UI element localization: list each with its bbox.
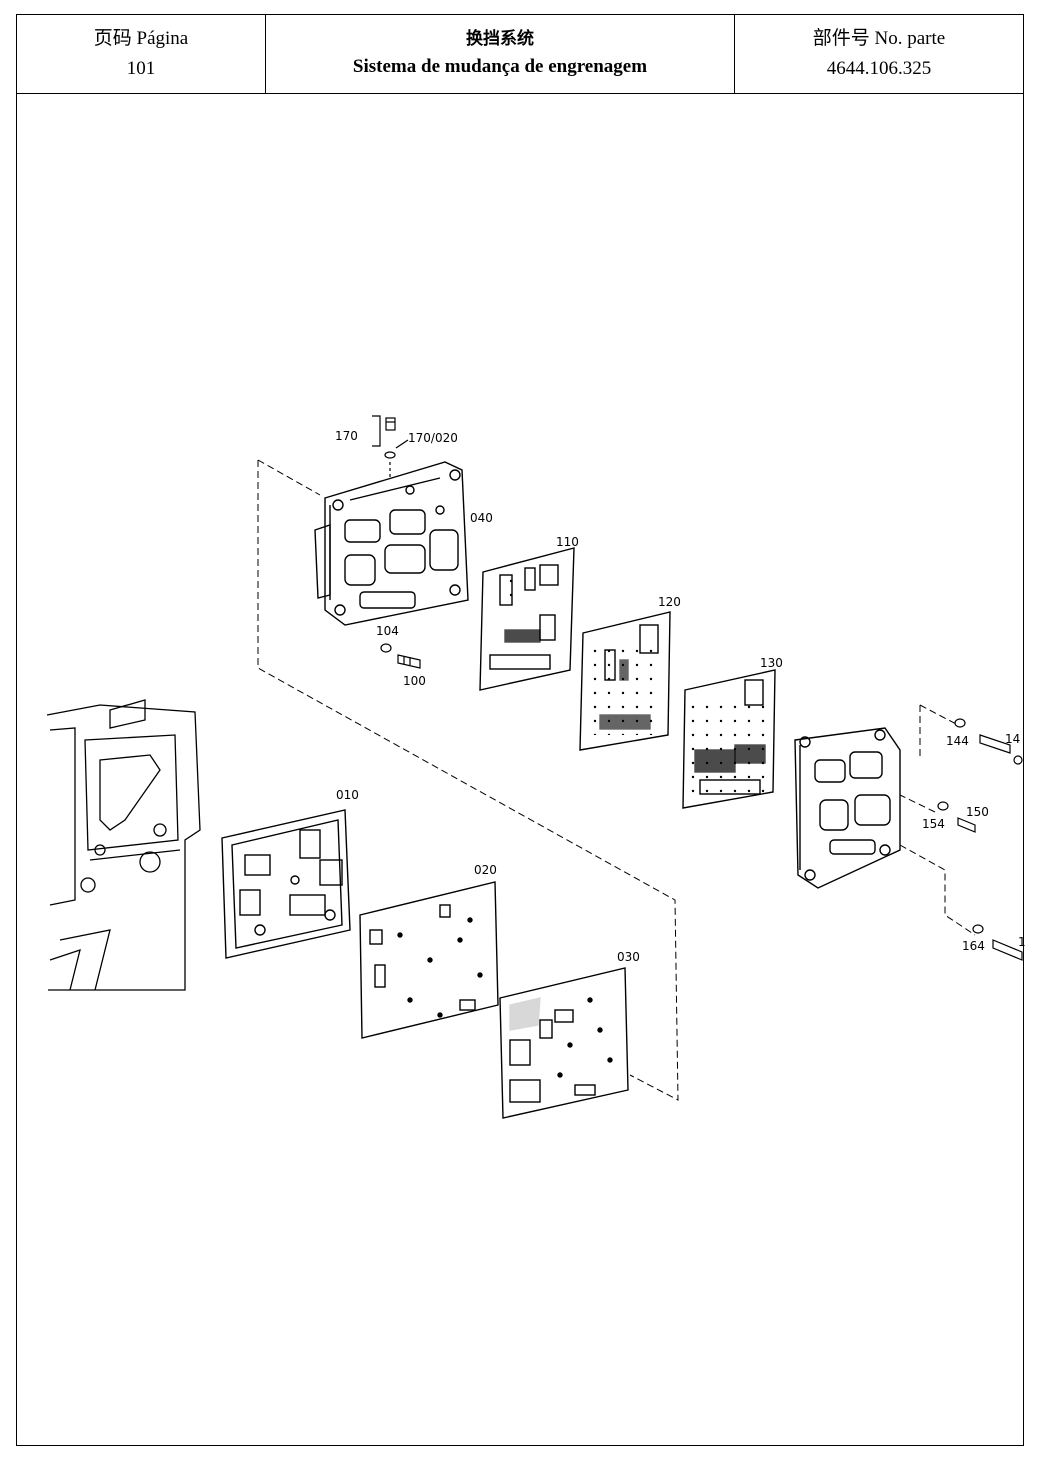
callout-164: 164 <box>962 939 985 953</box>
valve-body-right <box>794 727 901 889</box>
callout-100: 100 <box>403 674 426 688</box>
valve-body-040 <box>314 461 469 626</box>
screw-100-washer-104 <box>380 643 421 669</box>
drawing-sheet: 页码 Página 101 换挡系统 Sistema de mudança de… <box>16 14 1024 1446</box>
callout-020: 020 <box>474 863 497 877</box>
page-number: 101 <box>126 58 156 79</box>
callout-146: 14 <box>1005 732 1020 746</box>
callout-040: 040 <box>470 511 493 525</box>
callout-144: 144 <box>946 734 969 748</box>
assembly-dashed-lines <box>257 459 976 1101</box>
title-cell: 换挡系统 Sistema de mudança de engrenagem <box>266 15 735 93</box>
callout-170: 170 <box>335 429 358 443</box>
page-cell: 页码 Página 101 <box>17 15 266 93</box>
gasket-010 <box>221 809 351 959</box>
callout-120: 120 <box>658 595 681 609</box>
plug-170 <box>372 415 409 478</box>
callout-166: 1 <box>1018 935 1026 949</box>
part-number: 4644.106.325 <box>826 58 932 79</box>
plate-120 <box>579 611 671 751</box>
callout-010: 010 <box>336 788 359 802</box>
callout-150: 150 <box>966 805 989 819</box>
callout-154: 154 <box>922 817 945 831</box>
callout-030: 030 <box>617 950 640 964</box>
page-label: 页码 Página <box>93 28 189 49</box>
part-label: 部件号 No. parte <box>812 28 946 49</box>
callout-104: 104 <box>376 624 399 638</box>
plate-030 <box>499 967 629 1119</box>
callout-labels: 170 170/020 040 110 120 130 104 100 010 … <box>335 429 1026 964</box>
part-cell: 部件号 No. parte 4644.106.325 <box>735 15 1023 93</box>
callout-130: 130 <box>760 656 783 670</box>
title-block: 页码 Página 101 换挡系统 Sistema de mudança de… <box>17 15 1023 94</box>
callout-170-020: 170/020 <box>408 431 458 445</box>
transmission-housing <box>46 699 201 991</box>
callout-110: 110 <box>556 535 579 549</box>
plate-020 <box>359 881 499 1039</box>
title-chinese: 换挡系统 <box>466 29 534 49</box>
fasteners-right <box>937 718 1023 961</box>
title-portuguese: Sistema de mudança de engrenagem <box>352 56 648 77</box>
plate-110 <box>479 547 575 691</box>
plate-130 <box>682 669 776 809</box>
